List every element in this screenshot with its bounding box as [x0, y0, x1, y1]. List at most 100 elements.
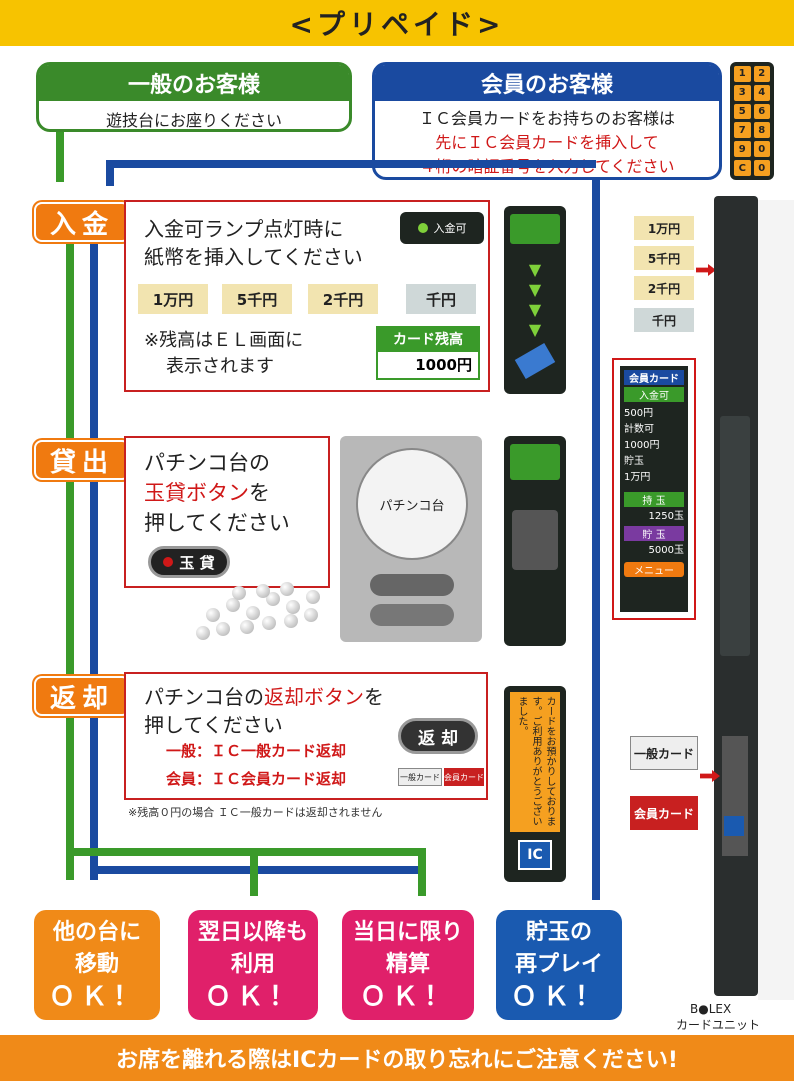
deposit-note-1: ※残高はＥＬ画面に	[144, 330, 304, 351]
pachinko-ball-icon	[206, 608, 220, 622]
card-unit-illustration: ▼▼▼▼	[504, 206, 566, 394]
outcome-next-day: 翌日以降も 利用 ＯＫ！	[188, 910, 318, 1020]
pachinko-ball-icon	[286, 600, 300, 614]
pachinko-ball-icon	[256, 584, 270, 598]
outcome-line-2: 移動	[74, 952, 119, 977]
member-instruction-1: ＩＣ会員カードをお持ちのお客様は	[418, 109, 675, 128]
unit-caption-2: カードユニット	[676, 1018, 761, 1032]
step-deposit-label: 入金	[34, 202, 130, 242]
green-flow-line	[66, 848, 426, 856]
return-button-illustration: 返 却	[398, 718, 478, 754]
lamp-icon	[417, 223, 428, 233]
return-text-2: 押してください	[144, 713, 283, 737]
outcome-ok: ＯＫ！	[359, 982, 456, 1012]
keypad-key: 5	[734, 103, 751, 120]
blue-flow-line	[106, 160, 114, 186]
green-flow-line	[56, 132, 64, 182]
lend-text-3: 押してください	[144, 511, 290, 535]
pachinko-ball-icon	[246, 606, 260, 620]
keypad-key: 9	[734, 141, 751, 158]
pachinko-ball-icon	[226, 598, 240, 612]
screen-row: 貯玉	[624, 456, 644, 467]
step-lend-label: 貸出	[34, 440, 130, 480]
blue-flow-line	[592, 180, 600, 900]
screen-mochidama: 持 玉	[624, 492, 684, 507]
deposit-text-2: 紙幣を挿入してください	[144, 245, 363, 269]
lend-text-1: パチンコ台の	[144, 451, 270, 475]
general-card-illustration: 一般カード	[630, 736, 698, 770]
ic-logo-icon	[724, 816, 744, 836]
keypad-key: 3	[734, 84, 751, 101]
keypad-key: 0	[753, 160, 770, 176]
keypad-key: 4	[753, 84, 770, 101]
ic-logo-icon: IC	[518, 840, 552, 870]
pachinko-ball-icon	[262, 616, 276, 630]
background-wall	[758, 200, 794, 1000]
outcome-replay: 貯玉の 再プレイ ＯＫ！	[496, 910, 622, 1020]
return-text-1: パチンコ台の返却ボタンを	[144, 684, 384, 710]
outcome-ok: ＯＫ！	[510, 982, 607, 1012]
footer-warning: お席を離れる際はICカードの取り忘れにご注意ください!	[0, 1035, 794, 1081]
blue-flow-line	[106, 160, 596, 168]
pachinko-ball-icon	[196, 626, 210, 640]
keypad-key: 2	[753, 66, 770, 82]
unit-slot	[512, 510, 558, 570]
outcome-line-1: 翌日以降も	[197, 920, 308, 945]
bill-chip: 5千円	[634, 246, 694, 270]
step-return-box: パチンコ台の返却ボタンを 押してください 一般：ＩＣ一般カード返却 会員：ＩＣ会…	[124, 672, 488, 800]
card-unit-illustration: カードをお預かりしております。ご利用ありがとうございました。 IC	[504, 686, 566, 882]
unit-card-slot	[722, 736, 748, 856]
pachinko-machine-illustration: パチンコ台	[340, 436, 482, 642]
keypad-key: C	[734, 160, 751, 176]
screen-title: 会員カード	[624, 370, 684, 385]
unit-screen	[510, 214, 560, 244]
pachinko-ball-icon	[306, 590, 320, 604]
pachinko-ball-icon	[216, 622, 230, 636]
screen-chodama-value: 5000玉	[648, 545, 684, 556]
outcome-line-2: 再プレイ	[514, 952, 603, 977]
outcome-move: 他の台に 移動 ＯＫ！	[34, 910, 160, 1020]
keypad-key: 6	[753, 103, 770, 120]
screen-mochidama-value: 1250玉	[648, 511, 684, 522]
return-general-line: 一般：ＩＣ一般カード返却	[166, 742, 347, 760]
keypad-key: 7	[734, 122, 751, 139]
return-note: ※残高０円の場合 ＩＣ一般カードは返却されません	[128, 806, 383, 819]
machine-tray	[370, 604, 454, 626]
green-flow-line	[418, 848, 426, 896]
member-instruction-2: 先にＩＣ会員カードを挿入して	[435, 133, 659, 152]
member-card-illustration: 会員カード	[630, 796, 698, 830]
unit-screen	[720, 416, 750, 656]
card-unit-body	[714, 196, 758, 996]
general-customer-box: 一般のお客様 遊技台にお座りください	[36, 62, 352, 132]
card-icon	[514, 342, 556, 380]
general-customer-title: 一般のお客様	[39, 65, 349, 101]
pachinko-ball-icon	[232, 586, 246, 600]
bill-chip: 2千円	[634, 276, 694, 300]
member-customer-title: 会員のお客様	[375, 65, 719, 101]
outcome-line-1: 他の台に	[52, 920, 141, 945]
lend-button-name: 玉貸ボタン	[144, 481, 249, 505]
balance-label: カード残高	[378, 328, 478, 352]
keypad-key: 1	[734, 66, 751, 82]
bill-chip: 千円	[406, 284, 476, 314]
outcome-ok: ＯＫ！	[204, 982, 301, 1012]
deposit-lamp: 入金可	[400, 212, 484, 244]
red-dot-icon	[163, 557, 174, 567]
arrow-right-icon	[696, 264, 716, 276]
bill-chip: 5千円	[222, 284, 292, 314]
return-text-1b: を	[364, 685, 384, 709]
pachinko-ball-icon	[266, 592, 280, 606]
bill-chip: 1万円	[634, 216, 694, 240]
unit-caption-1: B●LEX	[690, 1002, 732, 1016]
screen-menu-button: メニュー	[624, 562, 684, 577]
pachinko-balls-illustration	[196, 578, 336, 640]
pachinko-ball-icon	[284, 614, 298, 628]
ball-lend-button-illustration: 玉 貸	[148, 546, 230, 578]
lend-text-2: 玉貸ボタンを	[144, 480, 270, 506]
outcome-same-day: 当日に限り 精算 ＯＫ！	[342, 910, 474, 1020]
return-button-name: 返却ボタン	[264, 685, 364, 709]
